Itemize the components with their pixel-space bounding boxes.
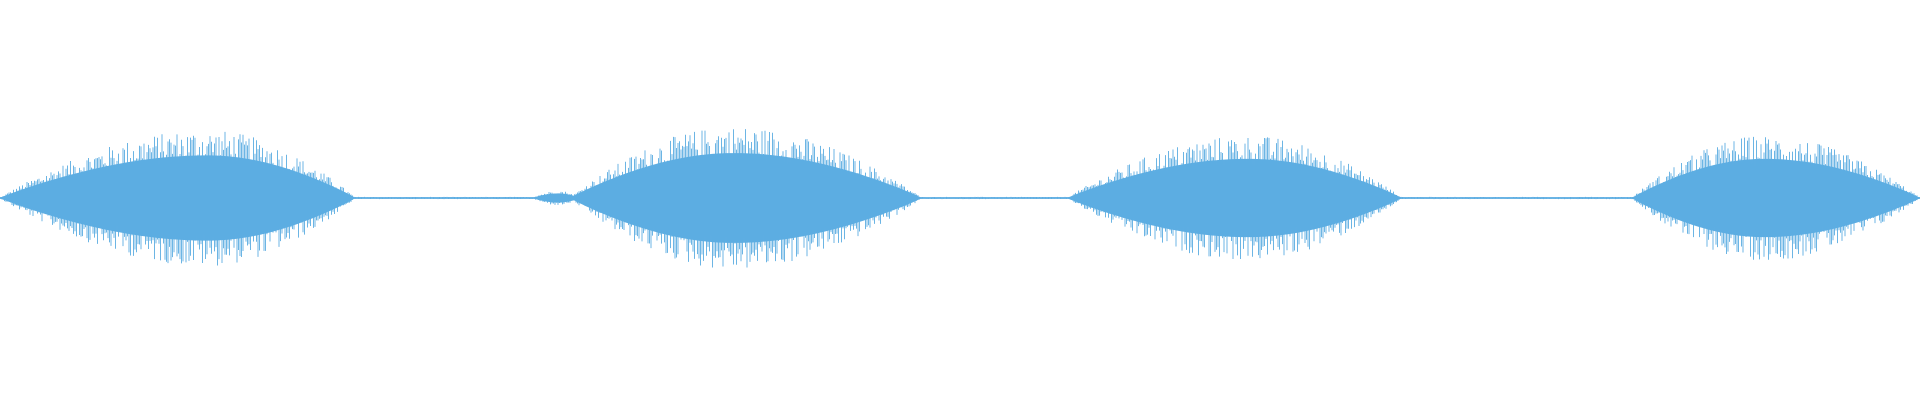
waveform-bars bbox=[0, 129, 1920, 268]
